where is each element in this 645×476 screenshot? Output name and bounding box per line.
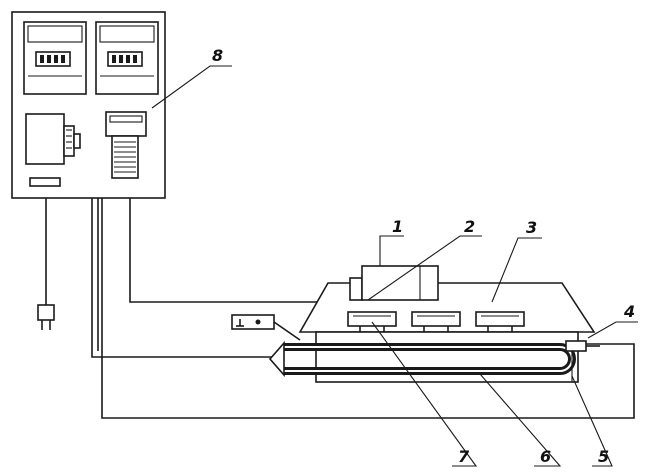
wiring bbox=[91, 198, 635, 419]
nameplate bbox=[29, 177, 61, 187]
callout-3: 3 bbox=[526, 218, 537, 237]
callout-6: 6 bbox=[540, 447, 551, 466]
sample-cells bbox=[347, 311, 525, 332]
callout-1: 1 bbox=[392, 217, 403, 236]
callout-7: 7 bbox=[458, 447, 470, 466]
meter-right bbox=[95, 21, 159, 95]
sample-cell bbox=[475, 311, 525, 332]
callout-2: 2 bbox=[464, 217, 475, 236]
stirrer-motor bbox=[349, 265, 439, 301]
callout-labels: 8 1 2 3 4 7 6 5 bbox=[212, 46, 635, 466]
terminal-box bbox=[231, 314, 301, 341]
control-cabinet bbox=[11, 11, 166, 199]
sample-cell bbox=[411, 311, 461, 332]
callout-5: 5 bbox=[598, 447, 609, 466]
transformer-block bbox=[25, 113, 81, 165]
power-cord bbox=[37, 198, 55, 330]
sample-cell bbox=[347, 311, 397, 332]
regulator-block bbox=[105, 111, 147, 179]
meter-left bbox=[23, 21, 87, 95]
callout-4: 4 bbox=[623, 302, 635, 321]
leader-lines bbox=[151, 65, 638, 467]
callout-8: 8 bbox=[212, 46, 223, 65]
